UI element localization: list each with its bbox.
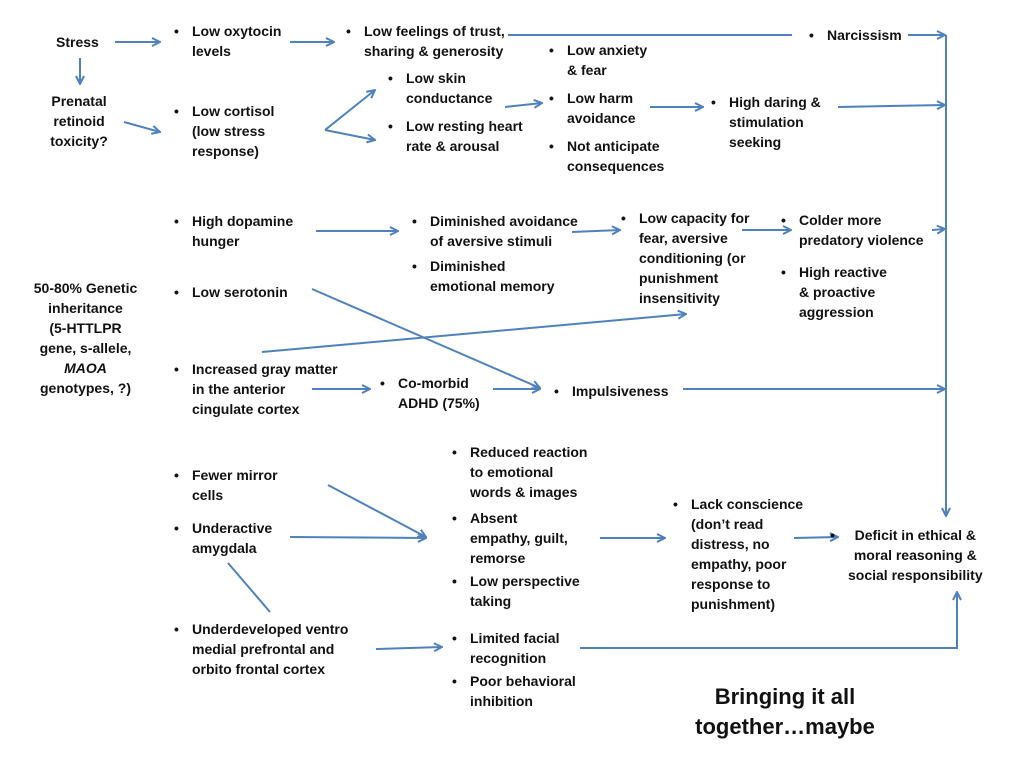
node-reactive-aggression: High reactive & proactive aggression bbox=[781, 262, 887, 322]
node-mirror-cells: Fewer mirror cells bbox=[174, 465, 278, 505]
node-genetic-inheritance: 50-80% Genetic inheritance (5-HTTLPR gen… bbox=[18, 258, 153, 398]
arrow-mirror-empathy bbox=[327, 484, 426, 537]
node-low-anxiety: Low anxiety & fear bbox=[549, 40, 647, 80]
arrow-facial-deficit bbox=[580, 592, 957, 649]
node-high-daring: High daring & stimulation seeking bbox=[711, 92, 821, 152]
diagram-title: Bringing it all together…maybe bbox=[695, 684, 875, 739]
arrow-skin-harm bbox=[504, 103, 542, 107]
arrow-amygdala-empathy bbox=[289, 537, 426, 538]
node-stress: Stress bbox=[56, 34, 99, 50]
node-low-heart-rate: Low resting heart rate & arousal bbox=[388, 116, 523, 156]
node-underactive-amygdala: Underactive amygdala bbox=[174, 518, 272, 558]
node-low-serotonin: Low serotonin bbox=[174, 282, 288, 302]
node-low-skin-conductance: Low skin conductance bbox=[388, 68, 492, 108]
arrow-avoidance-capacity bbox=[571, 230, 620, 232]
arrow-daring-right bbox=[837, 105, 945, 107]
node-lack-conscience: Lack conscience (don’t read distress, no… bbox=[673, 494, 803, 614]
arrow-ventro-facial bbox=[375, 647, 442, 649]
node-underdeveloped-cortex: Underdeveloped ventro medial prefrontal … bbox=[174, 619, 348, 679]
node-gray-matter: Increased gray matter in the anterior ci… bbox=[174, 359, 337, 419]
node-not-anticipate: Not anticipate consequences bbox=[549, 136, 664, 176]
arrow-prenatal-cortisol bbox=[123, 121, 160, 132]
node-diminished-memory: Diminished emotional memory bbox=[412, 256, 555, 296]
node-colder-violence: Colder more predatory violence bbox=[781, 210, 923, 250]
node-diminished-avoidance: Diminished avoidance of aversive stimuli bbox=[412, 211, 578, 251]
node-prenatal-retinoid: Prenatal retinoid toxicity? bbox=[50, 93, 108, 149]
line-amygdala-ventro bbox=[227, 562, 271, 613]
arrow-cortisol-heart bbox=[324, 129, 375, 140]
genetic-line-2: genotypes, ?) bbox=[39, 380, 131, 396]
node-impulsiveness: Impulsiveness bbox=[554, 381, 668, 401]
node-absent-empathy: Absent empathy, guilt, remorse bbox=[452, 508, 568, 568]
arrow-cortisol-skin bbox=[324, 90, 375, 131]
arrow-colder-right bbox=[931, 229, 945, 230]
genetic-maoa: MAOA bbox=[64, 360, 107, 376]
node-low-cortisol: Low cortisol (low stress response) bbox=[174, 101, 275, 161]
genetic-line-1: 50-80% Genetic inheritance (5-HTTLPR gen… bbox=[33, 280, 138, 356]
node-limited-facial: Limited facial recognition bbox=[452, 628, 560, 668]
node-low-perspective: Low perspective taking bbox=[452, 571, 580, 611]
node-low-trust: Low feelings of trust, sharing & generos… bbox=[346, 21, 505, 61]
node-low-harm-avoidance: Low harm avoidance bbox=[549, 88, 636, 128]
node-comorbid-adhd: Co-morbid ADHD (75%) bbox=[380, 373, 480, 413]
node-high-dopamine: High dopamine hunger bbox=[174, 211, 293, 251]
arrow-gray-capacity bbox=[261, 314, 686, 353]
node-poor-inhibition: Poor behavioral inhibition bbox=[452, 671, 576, 711]
arrow-serotonin-impulsiveness bbox=[311, 288, 540, 388]
node-reduced-reaction: Reduced reaction to emotional words & im… bbox=[452, 442, 588, 502]
node-low-oxytocin: Low oxytocin levels bbox=[174, 21, 282, 61]
node-deficit-moral: Deficit in ethical & moral reasoning & s… bbox=[830, 525, 983, 585]
node-narcissism: Narcissism bbox=[809, 25, 902, 45]
node-low-fear-capacity: Low capacity for fear, aversive conditio… bbox=[621, 208, 750, 308]
